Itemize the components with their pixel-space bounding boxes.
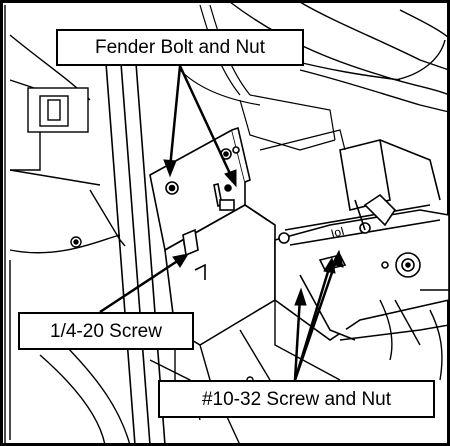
leader-lines: [99, 65, 339, 381]
arrowhead-quarter: [172, 253, 190, 268]
left-bracket: [4, 5, 126, 445]
arrowhead-ten-left: [294, 287, 307, 306]
lower-panel: [164, 204, 276, 346]
right-bracket: [274, 139, 450, 341]
arrowheads: [163, 159, 344, 306]
part-marking: IoI: [329, 224, 346, 241]
callout-fender-bolt-and-nut: Fender Bolt and Nut: [56, 29, 304, 66]
arrowhead-fender-left: [163, 159, 177, 178]
callout-quarter-twenty-screw: 1/4-20 Screw: [18, 312, 194, 350]
callout-ten-thirtytwo-screw-and-nut: #10-32 Screw and Nut: [158, 380, 435, 418]
bottom-shroud: [39, 339, 131, 446]
mounting-plate: [149, 126, 251, 252]
arrowhead-ten-right: [331, 249, 344, 268]
cables: [179, 4, 346, 151]
arrowhead-ten-mid: [323, 256, 336, 274]
arrowhead-fender-right: [224, 169, 237, 188]
